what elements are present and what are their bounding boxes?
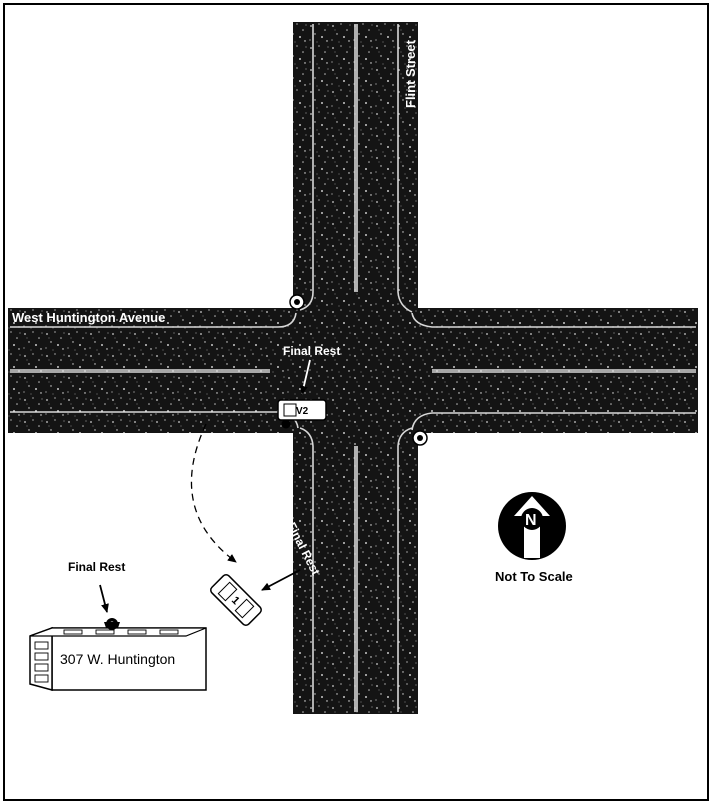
vehicle-1-path — [190, 423, 237, 563]
motorcycle-icon — [104, 618, 120, 630]
final-rest-v2-arrow — [299, 359, 311, 395]
vehicle-v2: V2 — [277, 399, 327, 429]
corner-marker-nw — [289, 294, 305, 310]
scale-note: Not To Scale — [495, 569, 573, 584]
final-rest-v2-label: Final Rest — [283, 344, 340, 358]
north-arrow-icon: N — [498, 492, 566, 560]
final-rest-bike-arrow — [99, 584, 109, 613]
vehicle-v2-label: V2 — [296, 406, 309, 417]
curb-nw — [275, 290, 293, 308]
building-address-label: 307 W. Huntington — [60, 651, 175, 667]
avenue-name-label: West Huntington Avenue — [12, 310, 165, 325]
street-name-label: Flint Street — [403, 39, 418, 108]
vehicle-1: 1 — [210, 574, 262, 626]
corner-marker-se — [412, 430, 428, 446]
north-arrow-letter: N — [525, 512, 537, 529]
final-rest-bike-label: Final Rest — [68, 560, 125, 574]
building-307: 307 W. Huntington — [29, 626, 207, 691]
final-rest-v1-arrow — [261, 569, 301, 591]
